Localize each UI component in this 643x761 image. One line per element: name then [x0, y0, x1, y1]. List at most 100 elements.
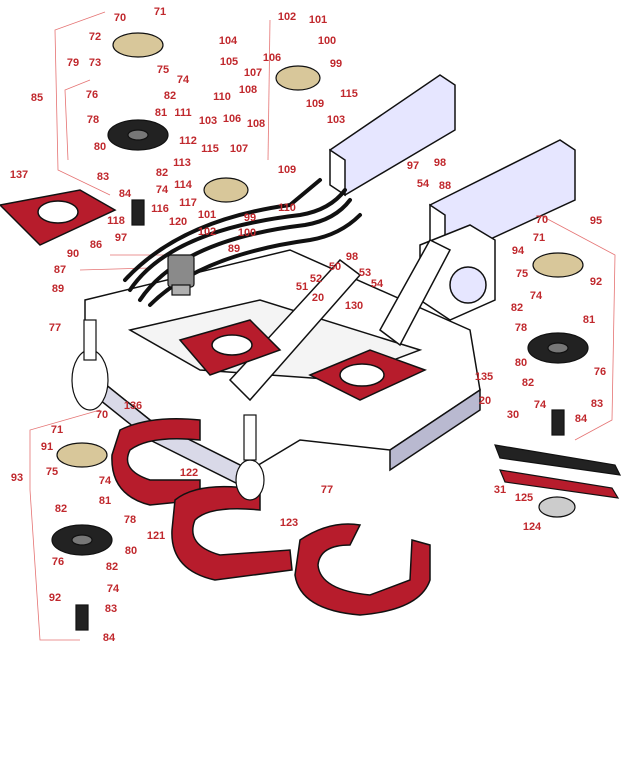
callout-102[interactable]: 102 — [277, 11, 297, 23]
callout-84-right[interactable]: 84 — [574, 413, 588, 425]
callout-113[interactable]: 113 — [173, 157, 191, 169]
callout-89-mid[interactable]: 89 — [227, 243, 241, 255]
callout-77-lower[interactable]: 77 — [320, 484, 334, 496]
callout-98[interactable]: 98 — [433, 157, 447, 169]
callout-87[interactable]: 87 — [53, 264, 67, 276]
callout-118[interactable]: 118 — [107, 215, 125, 227]
callout-86[interactable]: 86 — [89, 239, 103, 251]
callout-84[interactable]: 84 — [118, 188, 132, 200]
callout-102-lower[interactable]: 102 — [197, 226, 217, 238]
callout-112[interactable]: 112 — [179, 135, 197, 147]
callout-82-upper[interactable]: 82 — [155, 167, 169, 179]
callout-81[interactable]: 81 — [154, 107, 168, 119]
callout-53[interactable]: 53 — [358, 267, 372, 279]
callout-104[interactable]: 104 — [218, 35, 238, 47]
callout-78-right[interactable]: 78 — [514, 322, 528, 334]
callout-114[interactable]: 114 — [174, 179, 192, 191]
callout-81-left[interactable]: 81 — [98, 495, 112, 507]
callout-71[interactable]: 71 — [153, 6, 167, 18]
callout-80-left[interactable]: 80 — [124, 545, 138, 557]
callout-124[interactable]: 124 — [522, 521, 542, 533]
callout-82-right[interactable]: 82 — [510, 302, 524, 314]
callout-100[interactable]: 100 — [317, 35, 337, 47]
callout-74-left-lower[interactable]: 74 — [106, 583, 120, 595]
callout-107-lower[interactable]: 107 — [229, 143, 249, 155]
callout-93[interactable]: 93 — [10, 472, 24, 484]
callout-82[interactable]: 82 — [163, 90, 177, 102]
callout-100-lower[interactable]: 100 — [237, 227, 257, 239]
callout-82-right-lower[interactable]: 82 — [521, 377, 535, 389]
callout-101-lower[interactable]: 101 — [197, 209, 217, 221]
callout-106[interactable]: 106 — [262, 52, 282, 64]
callout-101[interactable]: 101 — [308, 14, 328, 26]
callout-115-lower[interactable]: 115 — [201, 143, 219, 155]
callout-137[interactable]: 137 — [9, 169, 29, 181]
callout-125[interactable]: 125 — [514, 492, 534, 504]
callout-121[interactable]: 121 — [146, 530, 166, 542]
callout-74-right-lower[interactable]: 74 — [533, 399, 547, 411]
callout-122[interactable]: 122 — [179, 467, 199, 479]
callout-103[interactable]: 103 — [326, 114, 346, 126]
callout-74-right[interactable]: 74 — [529, 290, 543, 302]
callout-90[interactable]: 90 — [66, 248, 80, 260]
callout-95[interactable]: 95 — [589, 215, 603, 227]
callout-115[interactable]: 115 — [340, 88, 358, 100]
callout-116[interactable]: 116 — [151, 203, 169, 215]
callout-75[interactable]: 75 — [156, 64, 170, 76]
callout-99[interactable]: 99 — [329, 58, 343, 70]
callout-110-lower[interactable]: 110 — [278, 202, 296, 214]
callout-108[interactable]: 108 — [238, 84, 258, 96]
callout-103-lower[interactable]: 103 — [198, 115, 218, 127]
callout-123[interactable]: 123 — [279, 517, 299, 529]
callout-109-lower[interactable]: 109 — [277, 164, 297, 176]
callout-85[interactable]: 85 — [30, 92, 44, 104]
callout-76[interactable]: 76 — [85, 89, 99, 101]
callout-105[interactable]: 105 — [219, 56, 239, 68]
callout-82-left-lower[interactable]: 82 — [105, 561, 119, 573]
callout-70-left[interactable]: 70 — [95, 409, 109, 421]
callout-73[interactable]: 73 — [88, 57, 102, 69]
callout-54-lower[interactable]: 54 — [370, 278, 384, 290]
callout-111[interactable]: 111 — [174, 107, 192, 119]
callout-97[interactable]: 97 — [114, 232, 128, 244]
callout-83-left[interactable]: 83 — [104, 603, 118, 615]
callout-20-right[interactable]: 20 — [478, 395, 492, 407]
callout-117[interactable]: 117 — [179, 197, 197, 209]
callout-77[interactable]: 77 — [48, 322, 62, 334]
callout-109[interactable]: 109 — [305, 98, 325, 110]
callout-136[interactable]: 136 — [123, 400, 143, 412]
callout-120[interactable]: 120 — [168, 216, 188, 228]
callout-91[interactable]: 91 — [40, 441, 54, 453]
callout-76-right[interactable]: 76 — [593, 366, 607, 378]
callout-80-right[interactable]: 80 — [514, 357, 528, 369]
callout-71-right[interactable]: 71 — [532, 232, 546, 244]
callout-75-right[interactable]: 75 — [515, 268, 529, 280]
callout-92-left[interactable]: 92 — [48, 592, 62, 604]
callout-89[interactable]: 89 — [51, 283, 65, 295]
callout-107[interactable]: 107 — [243, 67, 263, 79]
callout-79[interactable]: 79 — [66, 57, 80, 69]
callout-31[interactable]: 31 — [493, 484, 507, 496]
callout-108-lower[interactable]: 108 — [246, 118, 266, 130]
callout-78-left[interactable]: 78 — [123, 514, 137, 526]
callout-30[interactable]: 30 — [506, 409, 520, 421]
callout-81-right[interactable]: 81 — [582, 314, 596, 326]
callout-94[interactable]: 94 — [511, 245, 525, 257]
callout-74[interactable]: 74 — [176, 74, 190, 86]
callout-54[interactable]: 54 — [416, 178, 430, 190]
callout-74-left[interactable]: 74 — [98, 475, 112, 487]
callout-135[interactable]: 135 — [474, 371, 494, 383]
callout-78[interactable]: 78 — [86, 114, 100, 126]
callout-82-left[interactable]: 82 — [54, 503, 68, 515]
callout-92[interactable]: 92 — [589, 276, 603, 288]
callout-83[interactable]: 83 — [96, 171, 110, 183]
callout-99-lower[interactable]: 99 — [243, 212, 257, 224]
callout-72[interactable]: 72 — [88, 31, 102, 43]
callout-70[interactable]: 70 — [113, 12, 127, 24]
callout-110[interactable]: 110 — [213, 91, 231, 103]
callout-51[interactable]: 51 — [295, 281, 309, 293]
callout-76-left[interactable]: 76 — [51, 556, 65, 568]
callout-106-lower[interactable]: 106 — [222, 113, 242, 125]
callout-97-right[interactable]: 97 — [406, 160, 420, 172]
callout-71-left[interactable]: 71 — [50, 424, 64, 436]
